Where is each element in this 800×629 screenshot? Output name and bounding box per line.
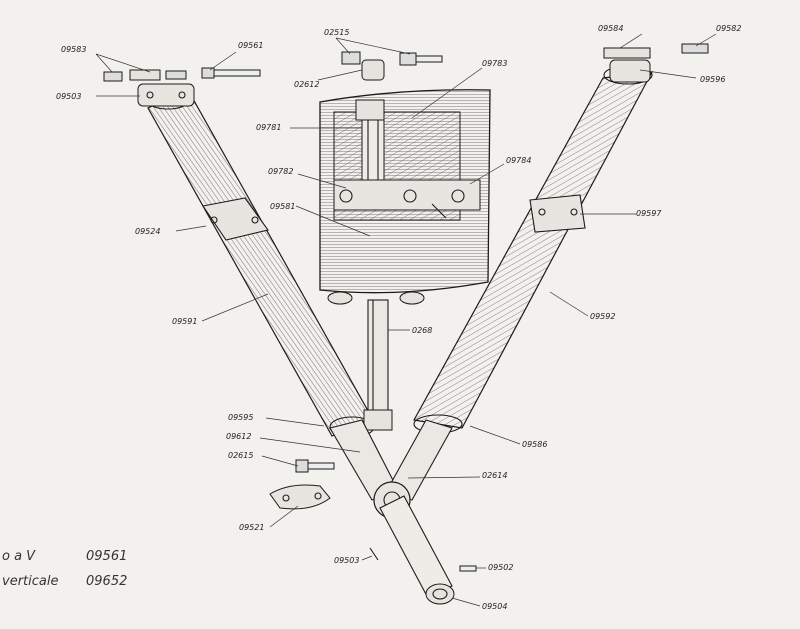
label-09612: 09612 <box>226 432 251 441</box>
top-bolts-left <box>201 67 261 79</box>
label-09503-bottom: 09503 <box>334 556 359 565</box>
shock-absorber-housing <box>319 89 491 305</box>
top-left-fitting <box>103 69 195 107</box>
label-09597: 09597 <box>636 209 662 218</box>
top-right-fitting <box>603 43 709 83</box>
left-strut-clamp <box>202 197 269 241</box>
label-09586: 09586 <box>522 440 547 449</box>
label-09503-top: 09503 <box>56 92 81 101</box>
legend-code-1: 09561 <box>86 549 127 564</box>
label-09504: 09504 <box>482 602 507 611</box>
leader-lines <box>95 33 717 607</box>
bolt-02615 <box>295 459 335 473</box>
label-02614: 02614 <box>482 471 507 480</box>
label-09783: 09783 <box>482 59 507 68</box>
piston-rod <box>363 299 393 431</box>
label-09584: 09584 <box>598 24 623 33</box>
legend-code-2: 09652 <box>86 574 127 589</box>
label-09595: 09595 <box>228 413 253 422</box>
label-09781: 09781 <box>256 123 281 132</box>
label-09592: 09592 <box>590 312 615 321</box>
label-09582: 09582 <box>716 24 741 33</box>
label-02615: 02615 <box>228 451 253 460</box>
label-09782: 09782 <box>268 167 293 176</box>
legend-text-2: verticale <box>2 574 58 589</box>
label-09502: 09502 <box>488 563 513 572</box>
label-09583: 09583 <box>61 45 86 54</box>
pin-09502 <box>459 565 477 572</box>
label-09521: 09521 <box>239 523 264 532</box>
legend: o a V 09561 verticale 09652 <box>2 549 127 589</box>
label-09561-top: 09561 <box>238 41 263 50</box>
label-02515: 02515 <box>324 28 349 37</box>
label-09784: 09784 <box>506 156 531 165</box>
top-center-bolts <box>341 51 443 81</box>
label-0268: 0268 <box>412 326 432 335</box>
part-labels: 09583 09561 02515 09584 09582 09503 0261… <box>56 24 741 611</box>
pin-09503 <box>369 547 379 561</box>
bottom-junction <box>329 419 455 605</box>
legend-text-1: o a V <box>2 549 36 564</box>
label-02612-top: 02612 <box>294 80 319 89</box>
label-09591: 09591 <box>172 317 197 326</box>
label-09524: 09524 <box>135 227 160 236</box>
right-strut-clamp <box>529 194 586 233</box>
label-09596-top: 09596 <box>700 75 725 84</box>
label-09581: 09581 <box>270 202 295 211</box>
clamp-09521 <box>269 484 331 510</box>
